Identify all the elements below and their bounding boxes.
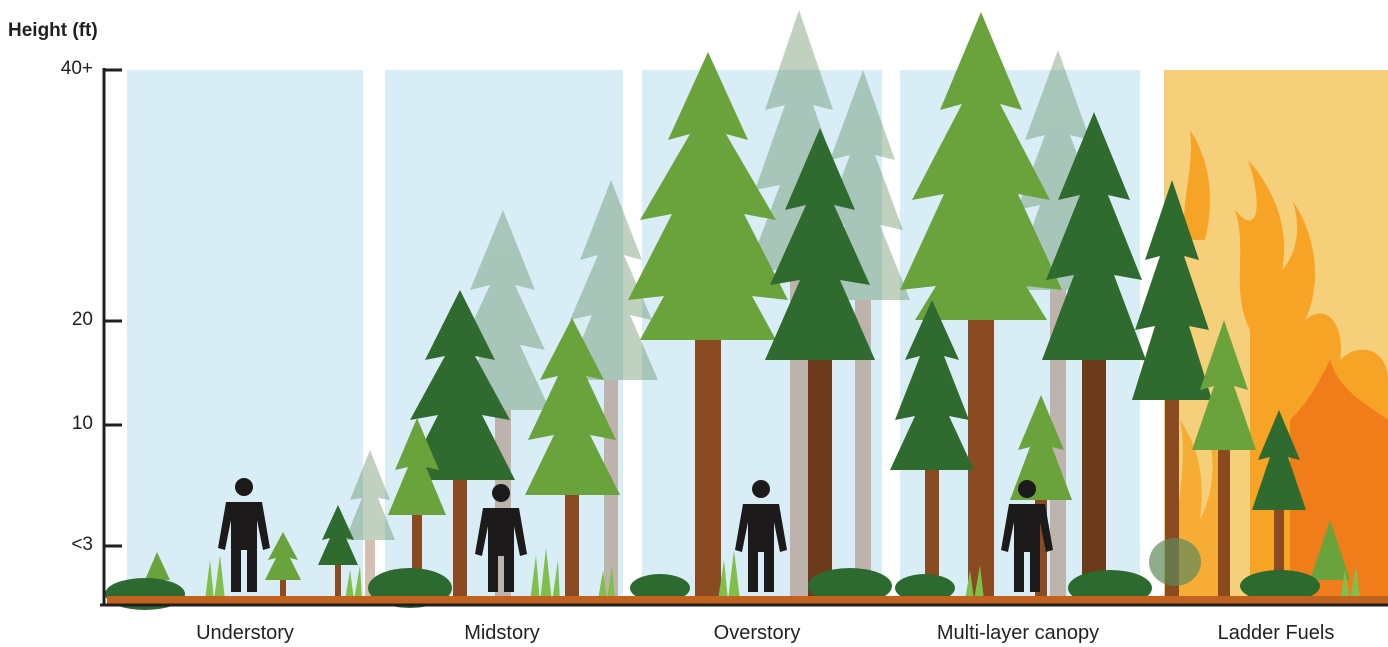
- conifer-tree-icon: [318, 505, 358, 600]
- y-axis: [102, 68, 122, 606]
- y-axis-title: Height (ft): [8, 20, 98, 41]
- grass-icon: [530, 548, 560, 602]
- conifer-tree-icon: [628, 52, 788, 602]
- person-icon: [218, 478, 270, 592]
- y-tick-label-20: 20: [71, 309, 93, 330]
- conifer-tree-icon: [388, 418, 446, 602]
- person-icon: [1001, 480, 1053, 592]
- grass-icon: [345, 565, 362, 600]
- shrub-icon: [630, 574, 690, 602]
- section-label-overstory: Overstory: [713, 622, 801, 644]
- person-icon: [475, 484, 527, 592]
- conifer-tree-icon: [525, 318, 620, 602]
- conifer-tree-icon: [1132, 180, 1212, 602]
- conifer-tree-icon: [265, 532, 301, 600]
- conifer-tree-icon: [765, 128, 875, 602]
- y-tick-label-3: <3: [71, 534, 93, 555]
- grass-icon: [205, 555, 225, 600]
- conifer-tree-icon: [890, 300, 974, 602]
- section-label-midstory: Midstory: [464, 622, 540, 644]
- shrub-icon: [895, 574, 955, 602]
- grass-icon: [718, 550, 740, 600]
- grass: [205, 548, 1360, 602]
- foreground-trees: [145, 12, 1350, 602]
- shrub-icon: [1149, 538, 1201, 586]
- conifer-tree-icon: [1042, 112, 1146, 602]
- conifer-tree-icon: [345, 450, 395, 600]
- section-label-multilayer-canopy: Multi-layer canopy: [936, 622, 1100, 644]
- shrub-icon: [1240, 570, 1320, 602]
- shrub-icon: [808, 568, 892, 604]
- section-label-ladder-fuels: Ladder Fuels: [1217, 622, 1335, 644]
- grass-icon: [598, 565, 615, 600]
- ground: [107, 596, 1388, 604]
- grass-icon: [965, 565, 984, 600]
- person-icon: [735, 480, 787, 592]
- conifer-tree-icon: [1252, 410, 1306, 602]
- y-tick-label-10: 10: [71, 413, 93, 434]
- section-label-understory: Understory: [196, 622, 294, 644]
- y-tick-label-40: 40+: [60, 58, 93, 79]
- conifer-tree-icon: [1310, 520, 1350, 580]
- conifer-tree-icon: [1192, 320, 1256, 602]
- conifer-tree-icon: [405, 290, 515, 602]
- people: [218, 478, 1053, 592]
- conifer-tree-icon: [900, 12, 1062, 602]
- conifer-tree-icon: [145, 552, 170, 580]
- grass-icon: [1340, 565, 1360, 600]
